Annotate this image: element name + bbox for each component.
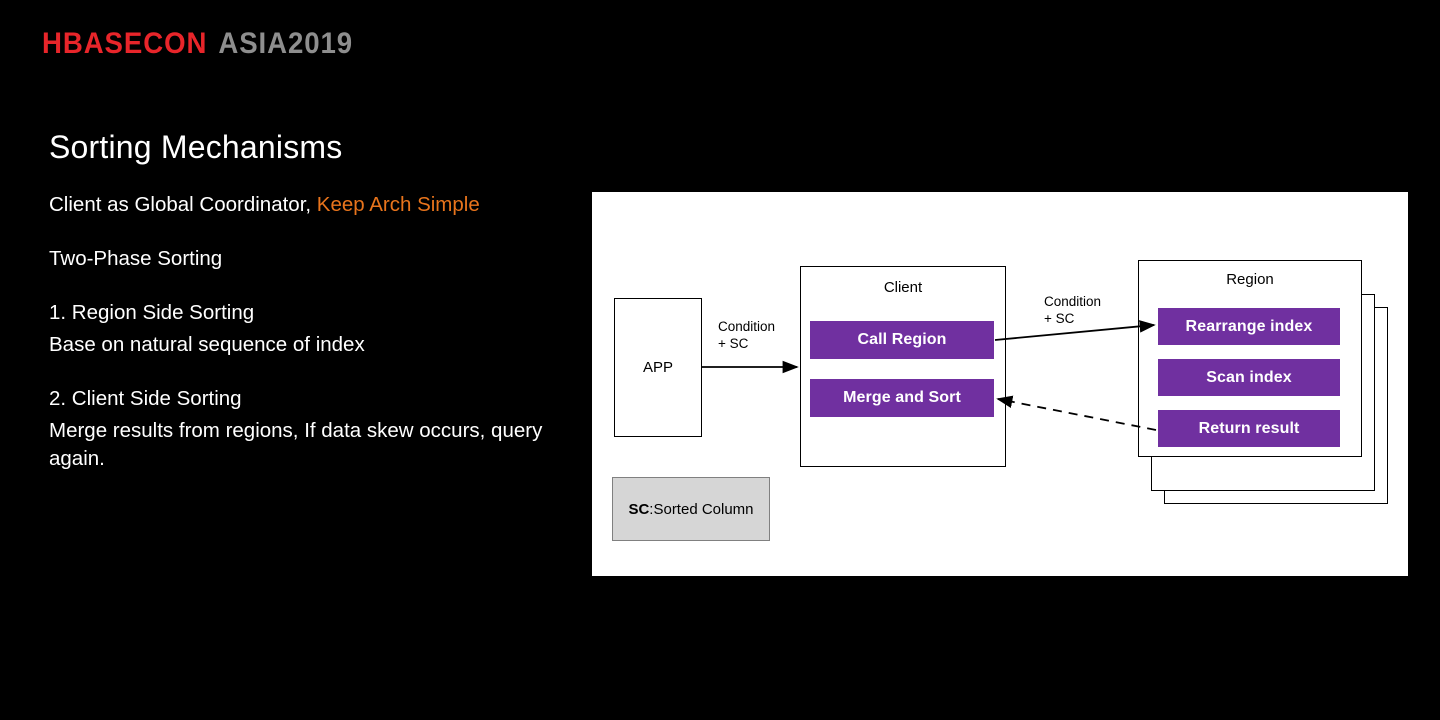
legend-expansion: Sorted Column	[653, 500, 754, 518]
body-line-5: 2. Client Side Sorting	[49, 387, 242, 410]
body-line-1: Client as Global Coordinator, Keep Arch …	[49, 191, 569, 219]
app-box-label: APP	[642, 359, 673, 376]
arrow-client-to-region	[994, 320, 1156, 341]
brand-logo-primary: HBASECON	[42, 27, 208, 60]
client-chip-merge-and-sort[interactable]: Merge and Sort	[810, 379, 994, 417]
architecture-diagram: APP Client Call Region Merge and Sort Re…	[592, 192, 1408, 576]
client-box-title: Client	[883, 279, 923, 296]
edge-label-app-client: Condition + SC	[718, 319, 776, 351]
edge-label-client-region: Condition + SC	[1044, 294, 1102, 326]
page-title: Sorting Mechanisms	[49, 129, 343, 166]
region-chip-scan-index[interactable]: Scan index	[1158, 359, 1340, 396]
body-line-1-prefix: Client as Global Coordinator,	[49, 193, 317, 216]
region-box-title: Region	[1226, 271, 1274, 288]
body-line-1-accent: Keep Arch Simple	[316, 193, 480, 216]
region-chip-return-result[interactable]: Return result	[1158, 410, 1340, 447]
legend-sorted-column: SC : Sorted Column	[612, 477, 770, 541]
body-text-block: Client as Global Coordinator, Keep Arch …	[49, 191, 569, 473]
brand-logo-secondary: ASIA2019	[218, 27, 354, 60]
body-line-2: Two-Phase Sorting	[49, 247, 223, 270]
body-line-4: Base on natural sequence of index	[49, 333, 365, 356]
legend-abbr: SC	[628, 500, 650, 518]
body-line-6: Merge results from regions, If data skew…	[49, 419, 543, 470]
app-box[interactable]: APP	[614, 298, 702, 437]
client-chip-call-region[interactable]: Call Region	[810, 321, 994, 359]
brand-logo: HBASECON ASIA2019	[42, 29, 353, 59]
region-chip-rearrange-index[interactable]: Rearrange index	[1158, 308, 1340, 345]
client-box[interactable]: Client	[800, 266, 1006, 467]
legend-separator: :	[649, 500, 654, 518]
arrow-region-to-client	[996, 395, 1157, 431]
body-line-3: 1. Region Side Sorting	[49, 301, 255, 324]
